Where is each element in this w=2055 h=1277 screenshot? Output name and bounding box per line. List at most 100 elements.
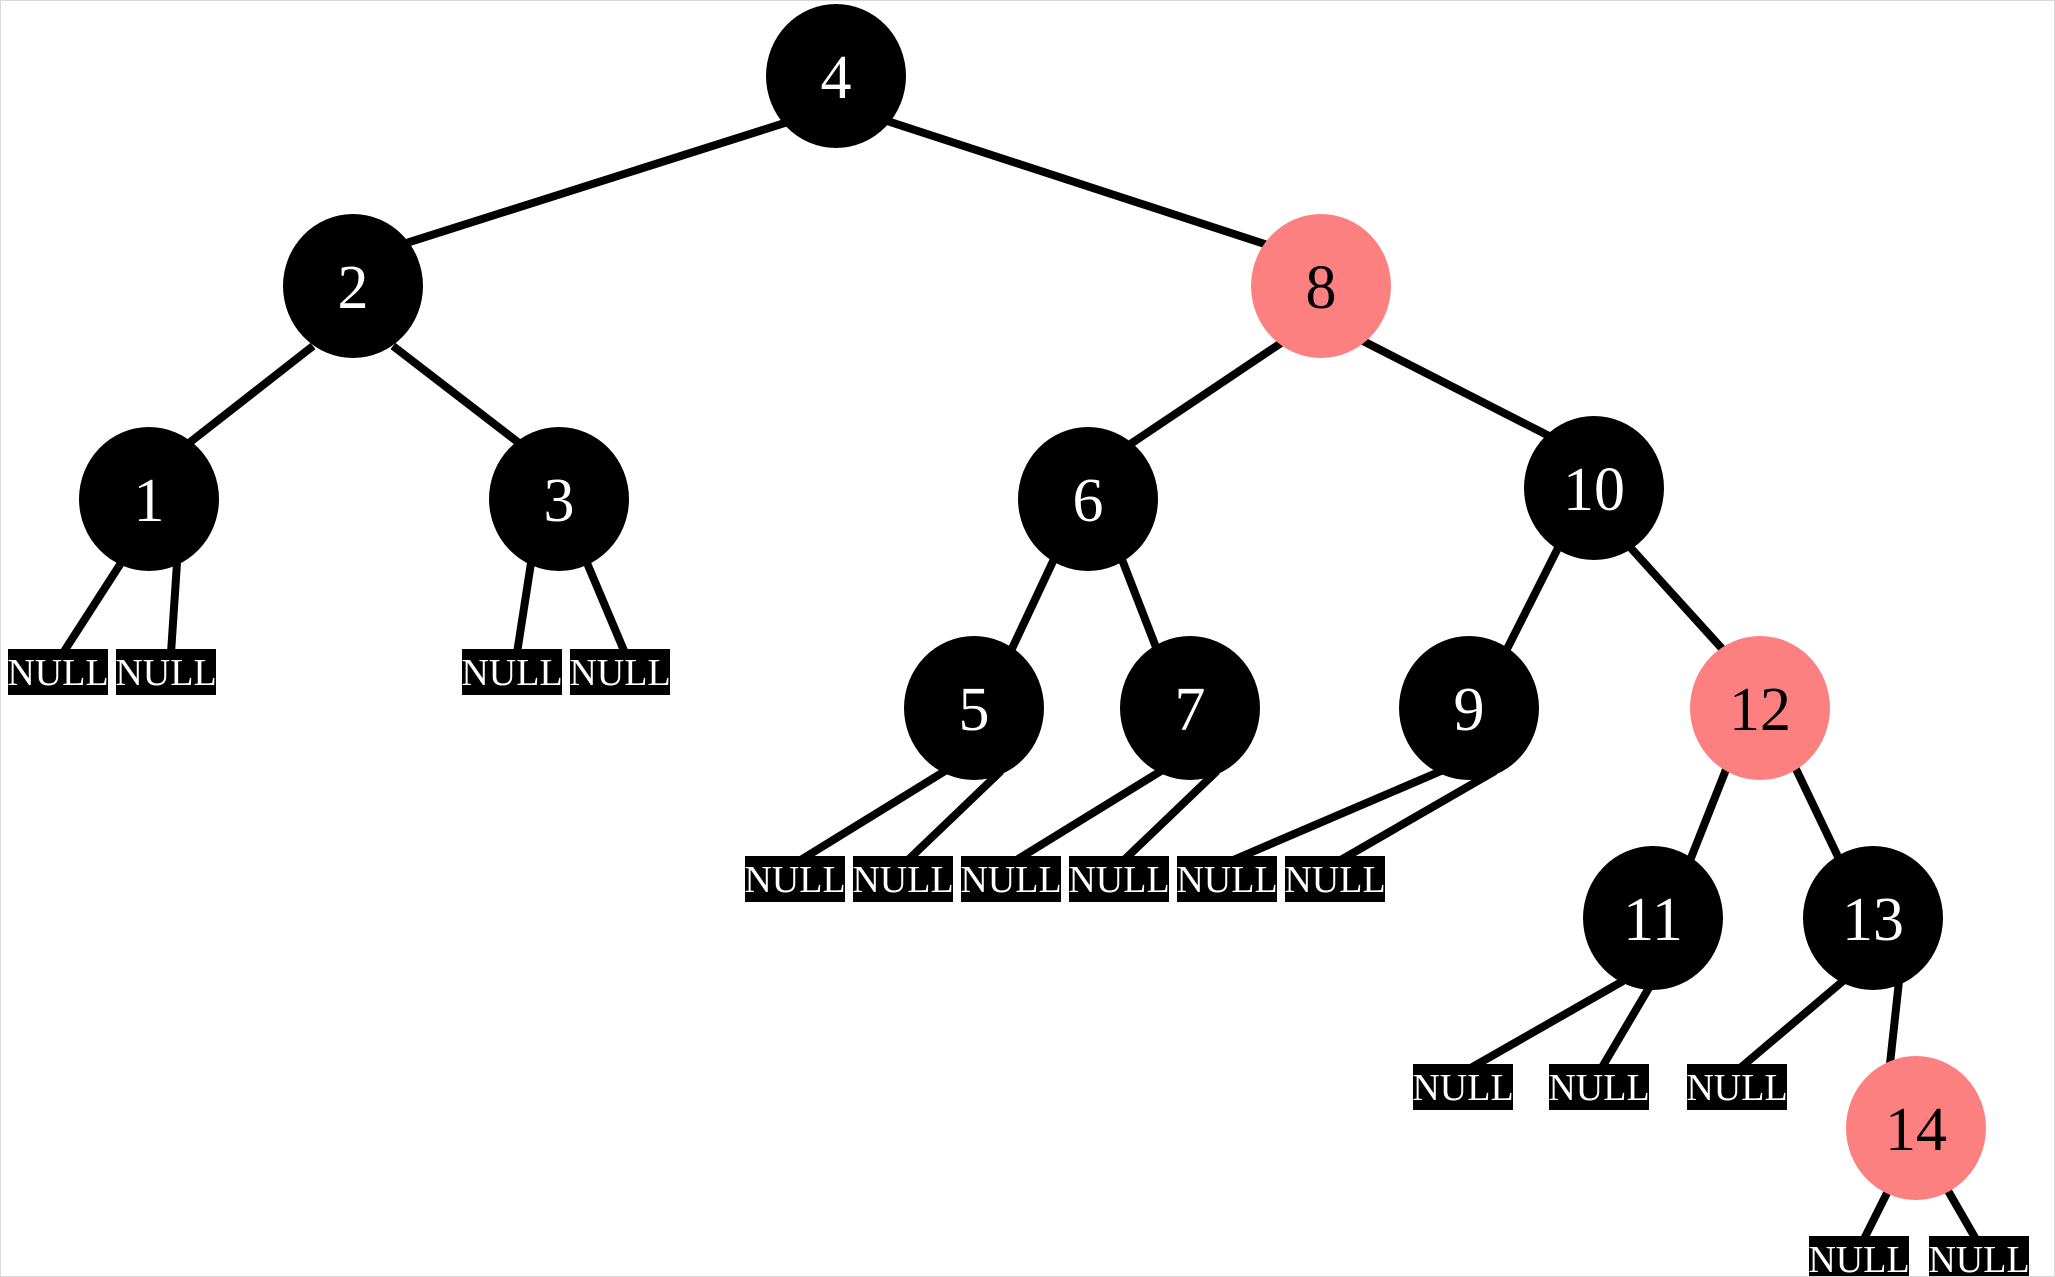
node-value-label: 3 xyxy=(544,467,575,535)
null-leaf-label: NULL xyxy=(1808,1239,1909,1277)
null-leaf-label: NULL xyxy=(1176,859,1277,901)
tree-edge-n7-u8 xyxy=(1120,768,1220,864)
node-circle-black[interactable] xyxy=(283,214,423,358)
null-leaf-box xyxy=(853,856,953,902)
node-circle-black[interactable] xyxy=(1018,427,1158,571)
null-leaf-label: NULL xyxy=(744,859,845,901)
tree-edge-n1-u2 xyxy=(167,562,181,654)
tree-node-11[interactable]: 11 xyxy=(1583,846,1723,990)
null-leaf-label: NULL xyxy=(960,859,1061,901)
node-value-label: 4 xyxy=(821,44,852,112)
tree-edge-n7-u7 xyxy=(1012,767,1164,865)
null-leaf-label: NULL xyxy=(461,652,562,694)
node-circle-black[interactable] xyxy=(904,636,1044,780)
tree-edge-n5-u5 xyxy=(796,767,948,865)
tree-node-14[interactable]: 14 xyxy=(1846,1056,1986,1200)
node-circle-red[interactable] xyxy=(1690,636,1830,780)
tree-node-7[interactable]: 7 xyxy=(1120,636,1260,780)
null-leaf-label: NULL xyxy=(1284,859,1385,901)
null-leaf-box xyxy=(1177,856,1277,902)
null-leaf: NULL xyxy=(1412,1064,1514,1110)
node-value-label: 13 xyxy=(1842,886,1904,954)
null-leaf-label: NULL xyxy=(1412,1067,1513,1109)
tree-edge-n9-u9 xyxy=(1229,767,1443,865)
null-leaf: NULL xyxy=(960,856,1062,902)
null-leaf-box xyxy=(745,856,845,902)
null-leaf-label: NULL xyxy=(569,652,670,694)
null-leaf-box xyxy=(1809,1236,1909,1276)
tree-node-6[interactable]: 6 xyxy=(1018,427,1158,571)
tree-node-10[interactable]: 10 xyxy=(1524,416,1664,560)
null-leaf-label: NULL xyxy=(1686,1067,1787,1109)
tree-edge-n12-n11 xyxy=(1685,765,1731,865)
tree-edge-n3-u4 xyxy=(583,561,629,655)
tree-edge-n5-u6 xyxy=(904,768,1004,864)
tree-edge-n11-u12 xyxy=(1597,978,1657,1072)
node-circle-black[interactable] xyxy=(79,427,219,571)
null-leaf-box xyxy=(1687,1064,1787,1110)
null-leaf-box xyxy=(1549,1064,1649,1110)
null-leaf: NULL xyxy=(1808,1236,1910,1277)
null-leaf-label: NULL xyxy=(1928,1239,2029,1277)
tree-node-9[interactable]: 9 xyxy=(1399,636,1539,780)
null-leaf: NULL xyxy=(1686,1064,1788,1110)
node-circle-black[interactable] xyxy=(1583,846,1723,990)
tree-edge-n2-n3 xyxy=(390,342,522,447)
node-value-label: 14 xyxy=(1885,1096,1947,1164)
null-leaf-box xyxy=(1069,856,1169,902)
tree-edge-n12-n13 xyxy=(1791,765,1845,865)
node-circle-red[interactable] xyxy=(1846,1056,1986,1200)
tree-node-13[interactable]: 13 xyxy=(1803,846,1943,990)
tree-edge-n8-n10 xyxy=(1361,337,1555,442)
tree-node-3[interactable]: 3 xyxy=(489,427,629,571)
node-value-label: 1 xyxy=(134,467,165,535)
tree-edge-n4-n8 xyxy=(879,115,1279,252)
null-leaf-box xyxy=(570,649,670,695)
tree-edge-n1-u1 xyxy=(59,560,125,656)
node-value-label: 9 xyxy=(1454,676,1485,744)
null-leaf: NULL xyxy=(1928,1236,2030,1277)
tree-node-1[interactable]: 1 xyxy=(79,427,219,571)
node-value-label: 12 xyxy=(1729,676,1791,744)
tree-edge-n13-n14 xyxy=(1885,980,1903,1074)
null-leaf-box xyxy=(1413,1064,1513,1110)
node-value-label: 11 xyxy=(1623,886,1683,954)
tree-node-8[interactable]: 8 xyxy=(1251,214,1391,358)
null-leaf-box xyxy=(462,649,562,695)
node-circle-black[interactable] xyxy=(1524,416,1664,560)
tree-edges-group xyxy=(59,115,1981,1243)
tree-node-4[interactable]: 4 xyxy=(766,4,906,148)
node-circle-black[interactable] xyxy=(766,4,906,148)
null-leaf-box xyxy=(116,649,216,695)
null-leaf-label: NULL xyxy=(1068,859,1169,901)
null-leaf: NULL xyxy=(115,649,217,695)
null-leaf-label: NULL xyxy=(1548,1067,1649,1109)
null-leaf: NULL xyxy=(461,649,563,695)
tree-edge-n8-n6 xyxy=(1126,339,1284,449)
null-leaf-label: NULL xyxy=(115,652,216,694)
null-leaf: NULL xyxy=(7,649,109,695)
node-circle-black[interactable] xyxy=(489,427,629,571)
tree-edge-n10-n9 xyxy=(1501,544,1563,655)
tree-edge-n4-n2 xyxy=(395,117,793,250)
null-leaf-label: NULL xyxy=(852,859,953,901)
null-leaf: NULL xyxy=(1548,1064,1650,1110)
node-circle-black[interactable] xyxy=(1803,846,1943,990)
node-value-label: 6 xyxy=(1073,467,1104,535)
tree-edge-n14-u15 xyxy=(1943,1187,1981,1243)
tree-edge-n9-u10 xyxy=(1337,767,1497,865)
tree-edge-n6-n5 xyxy=(1005,555,1059,657)
node-value-label: 2 xyxy=(338,254,369,322)
node-circle-black[interactable] xyxy=(1399,636,1539,780)
tree-node-5[interactable]: 5 xyxy=(904,636,1044,780)
tree-node-12[interactable]: 12 xyxy=(1690,636,1830,780)
null-leaf: NULL xyxy=(1284,856,1386,902)
tree-edge-n14-u14 xyxy=(1859,1187,1893,1243)
null-leaf-box xyxy=(1929,1236,2029,1276)
tree-node-2[interactable]: 2 xyxy=(283,214,423,358)
node-value-label: 5 xyxy=(959,676,990,744)
tree-edge-n13-u13 xyxy=(1736,977,1846,1073)
node-circle-red[interactable] xyxy=(1251,214,1391,358)
node-circle-black[interactable] xyxy=(1120,636,1260,780)
